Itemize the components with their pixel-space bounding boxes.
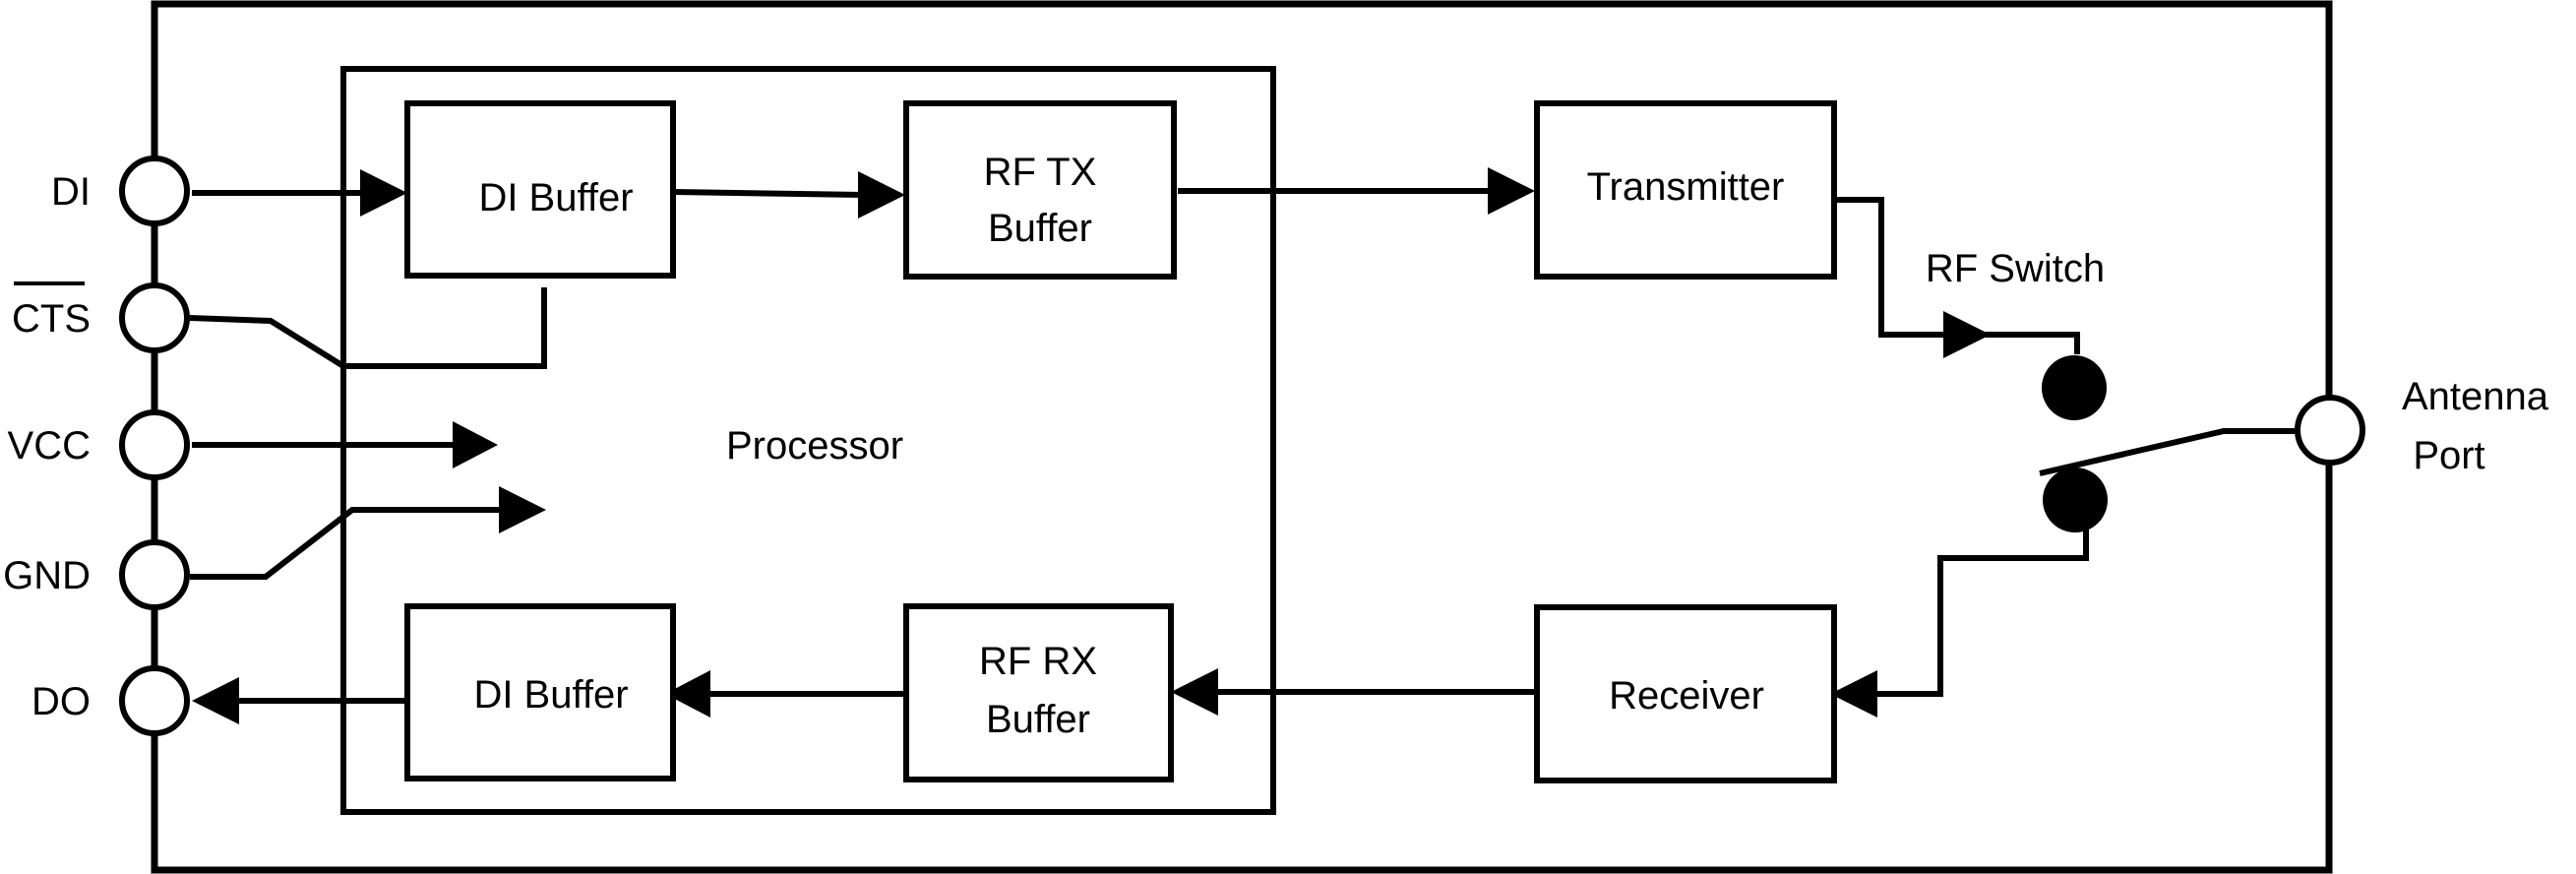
- arrowhead-gnd: [499, 486, 546, 533]
- rf-switch-label: RF Switch: [1926, 247, 2105, 290]
- wire-switch-receiver: [1870, 512, 2089, 697]
- di-buffer-top-block: [404, 100, 676, 279]
- antenna-port-label-line2: Port: [2413, 434, 2484, 477]
- wire-transmitter-switch: [1834, 197, 2080, 354]
- arrowhead-dibuf-bottom: [665, 670, 710, 718]
- receiver-label: Receiver: [1609, 674, 1764, 718]
- arrowhead-vcc: [453, 421, 498, 468]
- pin-label-cts: CTS: [12, 297, 91, 341]
- arrowhead-rftx: [858, 171, 905, 218]
- pin-do: [119, 665, 190, 736]
- wire-gnd: [190, 507, 512, 580]
- transmitter-block: [1534, 100, 1837, 280]
- pin-cts: [119, 282, 190, 353]
- pin-label-do: DO: [31, 680, 91, 723]
- transmitter-label: Transmitter: [1587, 165, 1785, 209]
- processor-block: [340, 66, 1276, 815]
- pin-label-vcc: VCC: [8, 424, 91, 468]
- pin-label-gnd: GND: [3, 554, 91, 597]
- arrowhead-di: [360, 169, 407, 217]
- wire-cts: [189, 287, 547, 369]
- wire-dibuf-rftx: [673, 189, 865, 198]
- arrowhead-rfrx: [1171, 668, 1218, 716]
- arrowhead-do: [192, 677, 239, 724]
- switch-blade: [2039, 428, 2300, 476]
- di-buffer-bottom-label: DI Buffer: [473, 673, 628, 717]
- receiver-block: [1534, 604, 1837, 783]
- arrowhead-receiver: [1830, 670, 1877, 718]
- pin-vcc: [119, 409, 190, 480]
- antenna-port-label-line1: Antenna: [2402, 375, 2549, 418]
- di-buffer-bottom-block: [404, 603, 676, 781]
- rf-tx-buffer-label-line2: Buffer: [988, 207, 1092, 250]
- pin-label-di: DI: [51, 170, 91, 214]
- switch-contact-tx: [2042, 355, 2107, 420]
- pin-gnd: [119, 539, 190, 610]
- rf-tx-buffer-block: [903, 100, 1177, 280]
- rf-rx-buffer-label-line1: RF RX: [979, 640, 1097, 683]
- rf-tx-buffer-label-line1: RF TX: [984, 151, 1097, 194]
- switch-contact-rx: [2043, 468, 2108, 532]
- arrowhead-switch: [1943, 311, 1991, 358]
- rf-rx-buffer-block: [903, 603, 1174, 782]
- arrowhead-transmitter: [1488, 167, 1535, 215]
- rf-rx-buffer-label-line2: Buffer: [986, 698, 1090, 741]
- processor-label: Processor: [726, 424, 903, 468]
- di-buffer-top-label: DI Buffer: [478, 176, 633, 219]
- pin-di: [119, 156, 190, 226]
- antenna-port-pin: [2295, 395, 2365, 466]
